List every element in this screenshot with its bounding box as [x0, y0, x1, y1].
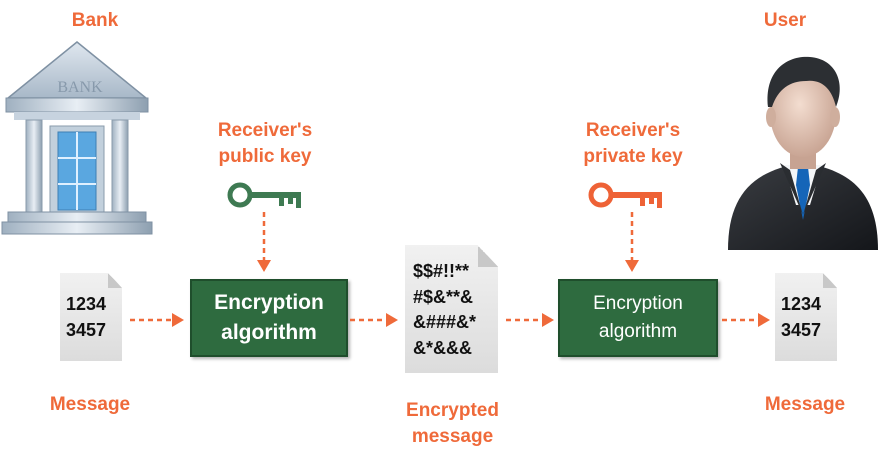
- arrow-to-output: [722, 313, 770, 327]
- message-label-left: Message: [49, 394, 131, 415]
- user-label: User: [763, 10, 807, 31]
- private-key-arrow: [625, 212, 639, 272]
- encrypted-message-document: $$#!!** #$&**& &###&* &*&&&: [405, 245, 498, 373]
- bank-label: Bank: [71, 10, 119, 31]
- bank-building-icon: BANK: [1, 41, 153, 235]
- encrypted-message-text: $$#!!** #$&**& &###&* &*&&&: [413, 261, 477, 358]
- bank-sign: BANK: [57, 79, 103, 96]
- arrow-to-decryption: [506, 313, 554, 327]
- arrow-to-ciphertext: [350, 313, 398, 327]
- private-key-icon: [588, 182, 662, 208]
- encryption-algorithm-box: Encryption algorithm: [190, 279, 348, 357]
- public-key-icon: [227, 182, 301, 208]
- decryption-algorithm-box: Encryption algorithm: [558, 279, 718, 357]
- message-label-right: Message: [764, 394, 846, 415]
- private-key-label: Receiver's private key: [583, 120, 683, 167]
- plain-message-text: 1234 3457: [66, 294, 107, 341]
- user-avatar-icon: [728, 56, 878, 250]
- public-key-arrow: [257, 212, 271, 272]
- plain-message-document: 1234 3457: [60, 273, 122, 361]
- encrypted-message-label: Encrypted message: [406, 400, 499, 447]
- decrypted-message-text: 1234 3457: [781, 294, 822, 341]
- decrypted-message-document: 1234 3457: [775, 273, 837, 361]
- public-key-label: Receiver's public key: [217, 120, 313, 167]
- arrow-to-encryption: [130, 313, 184, 327]
